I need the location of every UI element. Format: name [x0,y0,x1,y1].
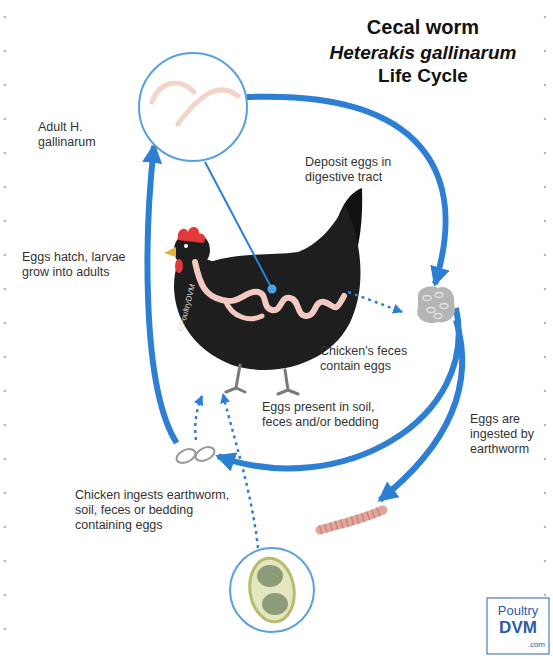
dotted-arrow [223,394,258,548]
earthworm-egg-circle-shape [228,500,388,636]
edge-label: Deposit eggs in digestive tract [305,155,405,185]
node-text: Chicken's feces contain eggs [320,344,445,374]
logo-text: DVM [489,619,547,637]
feces-shape [414,284,456,324]
side-dots [0,0,10,659]
earthworm-egg-circle: Chicken ingests earthworm, soil, feces o… [228,500,388,636]
cycle-arrow [148,146,177,443]
logo-text: Poultry [489,604,547,618]
logo-box [487,598,549,654]
dotted-arrow [348,292,402,312]
feces: Chicken's feces contain eggs [414,284,456,324]
soil-eggs: Eggs present in soil, feces and/or beddi… [172,443,218,467]
node-text: Eggs present in soil, feces and/or beddi… [262,400,397,430]
species-name: Heterakis gallinarum [318,41,528,64]
node-text: Adult H. gallinarum [38,120,128,150]
diagram-title: Cecal worm [318,16,528,39]
adult-circle-shape [138,52,248,162]
cycle-arrow [247,97,446,284]
side-dots [543,0,553,659]
adult-circle: Adult H. gallinarum [138,52,248,162]
cycle-arrow [218,308,459,468]
node-text: Chicken ingests earthworm, soil, feces o… [75,488,235,533]
edge-label: Eggs are ingested by earthworm [470,412,546,457]
dotted-arrow [195,396,202,440]
soil-eggs-shape [172,443,218,467]
edge-label: Eggs hatch, larvae grow into adults [22,250,130,280]
logo-text: .com [500,640,545,649]
title-line: Life Cycle [318,64,528,87]
